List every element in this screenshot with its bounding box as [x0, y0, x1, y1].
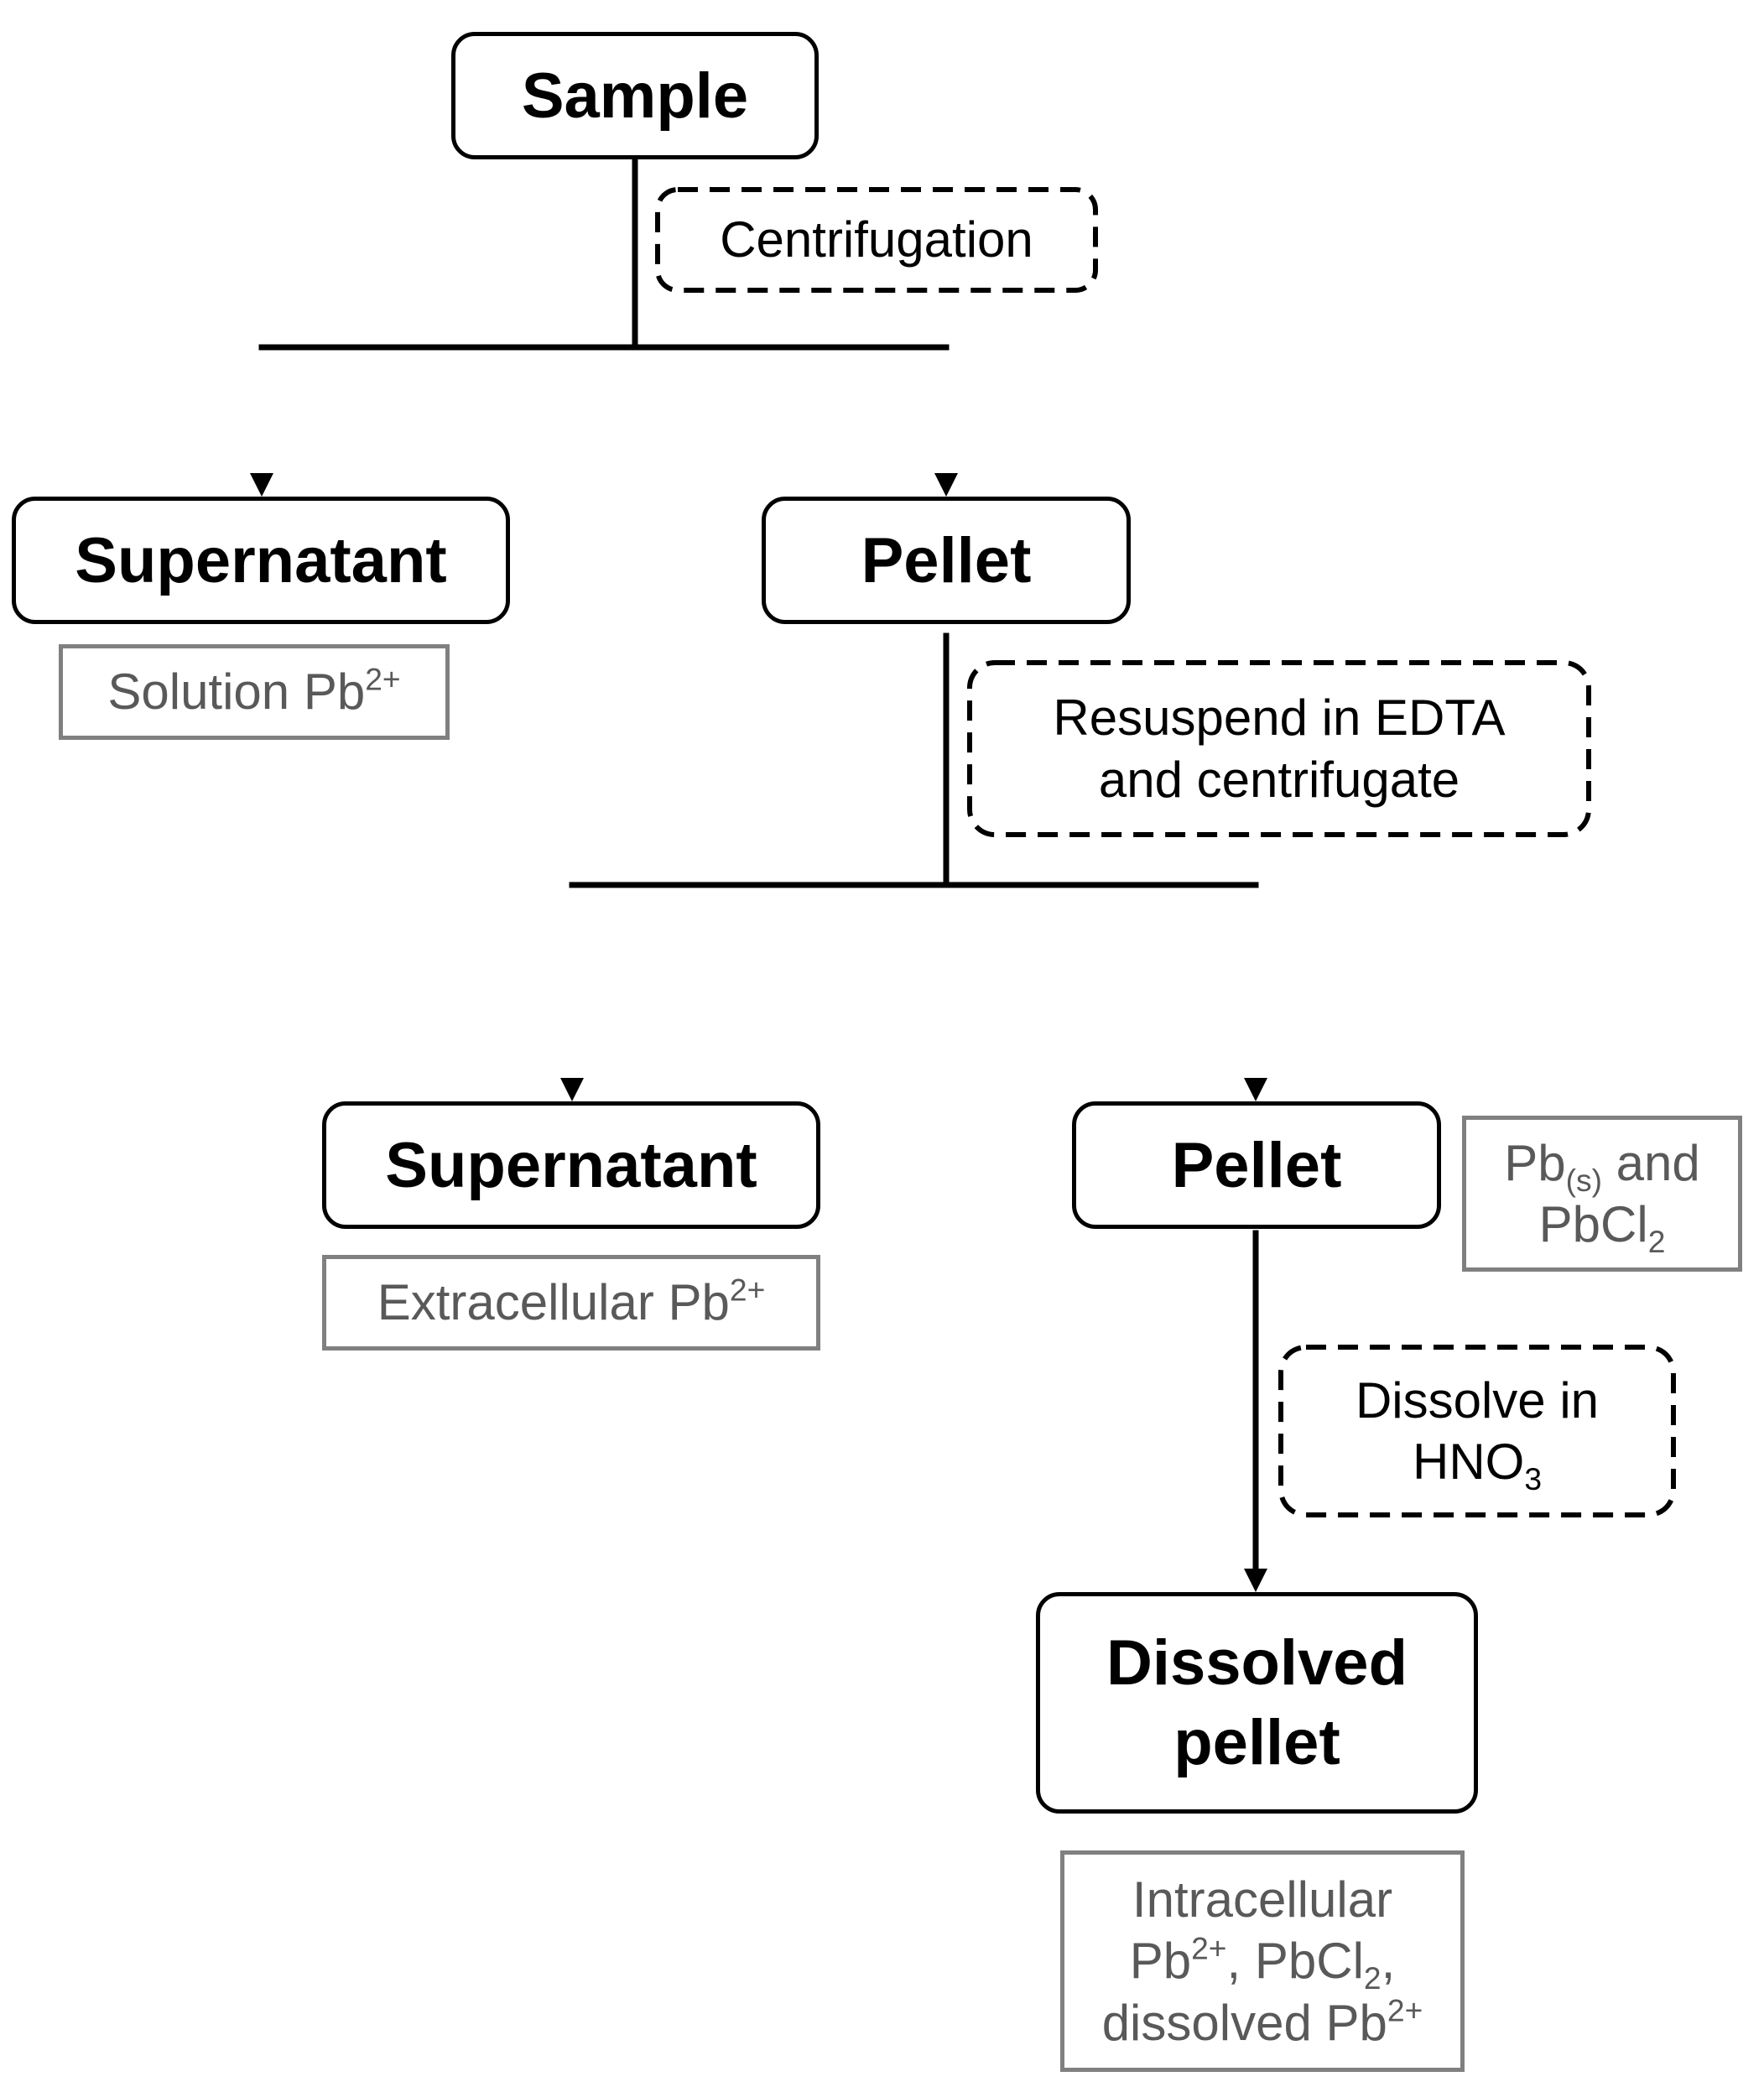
- arrow-to-supernatant-2: [560, 1078, 584, 1101]
- pbs-and-text: and: [1601, 1134, 1700, 1191]
- intracellular-line1: Intracellular: [1132, 1871, 1393, 1928]
- arrow-to-pellet-2: [1244, 1078, 1267, 1101]
- sample-label: Sample: [521, 60, 749, 132]
- intra-pb-text: Pb: [1129, 1933, 1192, 1990]
- intracellular-line2: Pb2+, PbCl2,: [1129, 1930, 1396, 1994]
- pbs-state-subscript: (s): [1565, 1162, 1602, 1198]
- sample-node: Sample: [451, 32, 819, 159]
- intra-pbcl-text: , PbCl: [1226, 1933, 1364, 1990]
- resuspend-step: Resuspend in EDTA and centrifugate: [970, 663, 1589, 835]
- resuspend-label-line2: and centrifugate: [1098, 751, 1460, 808]
- pellet-2-label: Pellet: [1171, 1129, 1342, 1201]
- solution-pb-label: Solution Pb2+: [107, 661, 400, 722]
- centrifugation-step: Centrifugation: [658, 190, 1095, 290]
- dissolve-step: Dissolve in HNO3: [1281, 1347, 1673, 1515]
- supernatant-2-node: Supernatant: [322, 1101, 820, 1229]
- resuspend-box-border: [967, 660, 1591, 837]
- supernatant-1-node: Supernatant: [12, 497, 510, 624]
- arrow-to-supernatant-1: [250, 473, 273, 497]
- pbs-pb-text: Pb: [1504, 1134, 1566, 1191]
- centrifugation-box-border: [655, 187, 1098, 293]
- pellet-1-node: Pellet: [762, 497, 1131, 624]
- dissolve-label-line2: HNO3: [1412, 1431, 1542, 1495]
- solution-pb-charge: 2+: [365, 662, 401, 698]
- supernatant-1-label: Supernatant: [75, 524, 447, 596]
- intra-dissolved-text: dissolved Pb: [1101, 1994, 1387, 2051]
- pbs-pbcl2-note: Pb(s) and PbCl2: [1462, 1116, 1742, 1272]
- pellet-1-label: Pellet: [861, 524, 1032, 596]
- intra-dissolved-charge: 2+: [1387, 1992, 1423, 2028]
- pbcl2-line: PbCl2: [1538, 1194, 1666, 1257]
- intracellular-note: Intracellular Pb2+, PbCl2, dissolved Pb2…: [1060, 1850, 1465, 2072]
- solution-pb-text: Solution Pb: [107, 664, 366, 721]
- dissolve-hno-subscript: 3: [1524, 1461, 1543, 1497]
- dissolved-pellet-label-line2: pellet: [1173, 1707, 1340, 1778]
- arrow-to-dissolved-pellet: [1244, 1569, 1267, 1592]
- intra-trailing-comma: ,: [1381, 1933, 1396, 1990]
- dissolve-label-line1: Dissolve in: [1355, 1371, 1600, 1429]
- centrifugation-label: Centrifugation: [720, 211, 1033, 268]
- dissolved-pellet-node: Dissolved pellet: [1036, 1592, 1478, 1814]
- arrowheads: [250, 473, 1267, 1592]
- pbs-line: Pb(s) and: [1504, 1132, 1700, 1196]
- intracellular-line3: dissolved Pb2+: [1102, 1992, 1423, 2053]
- arrow-to-pellet-1: [934, 473, 958, 497]
- intra-pbcl-subscript: 2: [1363, 1960, 1382, 1996]
- pbcl-subscript: 2: [1647, 1224, 1666, 1260]
- supernatant-2-label: Supernatant: [385, 1129, 757, 1201]
- pellet-2-node: Pellet: [1072, 1101, 1441, 1229]
- extracellular-pb-note: Extracellular Pb2+: [322, 1255, 820, 1351]
- resuspend-label-line1: Resuspend in EDTA: [1053, 690, 1506, 747]
- extracellular-pb-text: Extracellular Pb: [377, 1274, 730, 1331]
- extracellular-pb-label: Extracellular Pb2+: [377, 1272, 766, 1333]
- dissolve-hno-text: HNO: [1412, 1434, 1525, 1490]
- extracellular-pb-charge: 2+: [729, 1272, 766, 1309]
- dissolved-pellet-label-line1: Dissolved: [1106, 1627, 1408, 1699]
- pbcl-text: PbCl: [1538, 1196, 1648, 1252]
- intra-pb-charge: 2+: [1191, 1931, 1227, 1967]
- dissolve-box-border: [1278, 1345, 1676, 1517]
- solution-pb-note: Solution Pb2+: [59, 644, 450, 740]
